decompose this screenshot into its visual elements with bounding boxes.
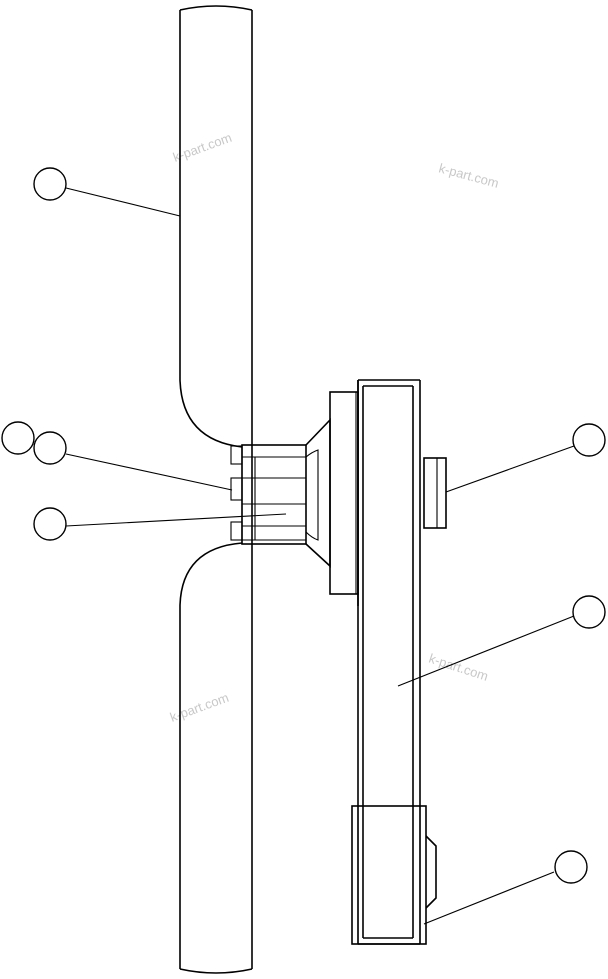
lower-pulley — [351, 805, 437, 945]
shaft-column — [179, 5, 253, 974]
callout-pulley-nut — [572, 423, 606, 457]
hub-flange — [241, 418, 331, 568]
callout-flange — [33, 507, 67, 541]
callout-bolt-a — [1, 421, 35, 455]
belt-loop — [357, 379, 421, 945]
callout-bolt-b — [33, 431, 67, 465]
callouts — [1, 167, 606, 884]
upper-pulley — [329, 380, 447, 606]
callout-belt — [572, 595, 606, 629]
callout-shaft-upper — [33, 167, 67, 201]
callout-lower-pulley — [554, 850, 588, 884]
watermark-3: k-part.com — [168, 690, 231, 725]
watermark-4: k-part.com — [427, 651, 490, 684]
leader-lines — [65, 187, 575, 925]
bolt-heads — [230, 445, 243, 544]
watermark-2: k-part.com — [437, 160, 500, 190]
